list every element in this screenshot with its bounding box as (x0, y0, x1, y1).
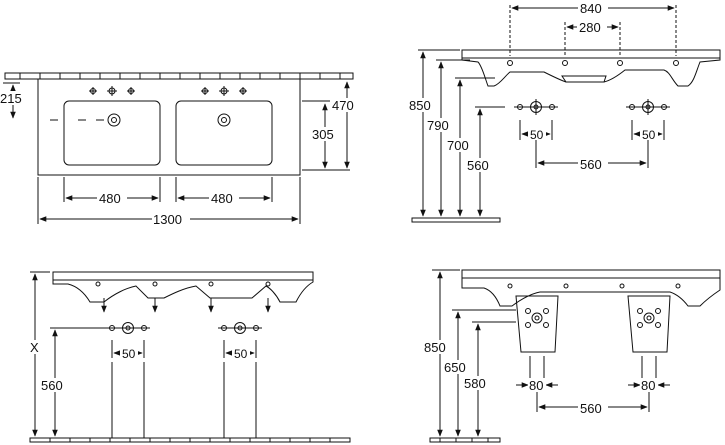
countertop-ticks (19, 73, 341, 79)
dim-80-left-label: 80 (529, 378, 543, 393)
tap-holes-right (201, 86, 247, 96)
drain-50-left-label: 50 (122, 347, 136, 361)
dim-480-left-label: 480 (99, 191, 121, 206)
dim-560-label: 560 (41, 378, 63, 393)
bottom-right-front-view (429, 269, 721, 443)
floor-ticks (49, 438, 331, 442)
spacing-560-label: 560 (580, 401, 602, 416)
drain-50-left-label: 50 (530, 128, 544, 142)
dim-80-right-label: 80 (641, 378, 655, 393)
dim-215-label: 215 (0, 91, 22, 106)
dim-480-right-label: 480 (211, 191, 233, 206)
top-right-front-view (411, 5, 721, 223)
countertop-strip (4, 72, 354, 80)
dim-280-label: 280 (579, 20, 601, 35)
dim-305-label: 305 (312, 127, 334, 142)
drain-symbol-right (637, 308, 661, 328)
tap-holes-left (89, 86, 135, 96)
dim-790-label: 790 (427, 118, 449, 133)
dim-650-label: 650 (444, 360, 466, 375)
top-tap-markers (507, 60, 679, 66)
dimension-labels: 215 470 305 480 480 1300 840 280 850 790… (0, 1, 658, 416)
dim-850-label: 850 (424, 340, 446, 355)
basin-front-profile (461, 49, 721, 87)
dim-580-label: 580 (464, 376, 486, 391)
drain-spacing-560-label: 560 (580, 157, 602, 172)
basin-outline (37, 79, 301, 176)
dim-560-label: 560 (467, 158, 489, 173)
drain-50-right-label: 50 (234, 347, 248, 361)
right-drain-icon (217, 113, 231, 127)
drain-symbol-left (525, 308, 549, 328)
drain-50-right-label: 50 (642, 128, 656, 142)
dim-1300-label: 1300 (153, 212, 182, 227)
dim-850-label: 850 (409, 98, 431, 113)
basin-profile (461, 269, 721, 307)
dim-x-label: X (30, 340, 39, 355)
siphon-cover-right (627, 295, 671, 353)
left-bowl (63, 100, 161, 166)
dim-470-label: 470 (332, 98, 354, 113)
right-bowl (175, 100, 273, 166)
top-left-plan-view (3, 72, 354, 224)
bottom-left-front-view (29, 271, 351, 443)
dim-840-label: 840 (580, 1, 602, 16)
dim-700-label: 700 (447, 138, 469, 153)
basin-profile (52, 271, 314, 303)
siphon-cover-left (515, 295, 559, 353)
drain-symbol-right (218, 322, 262, 358)
left-drain-icon (107, 113, 121, 127)
